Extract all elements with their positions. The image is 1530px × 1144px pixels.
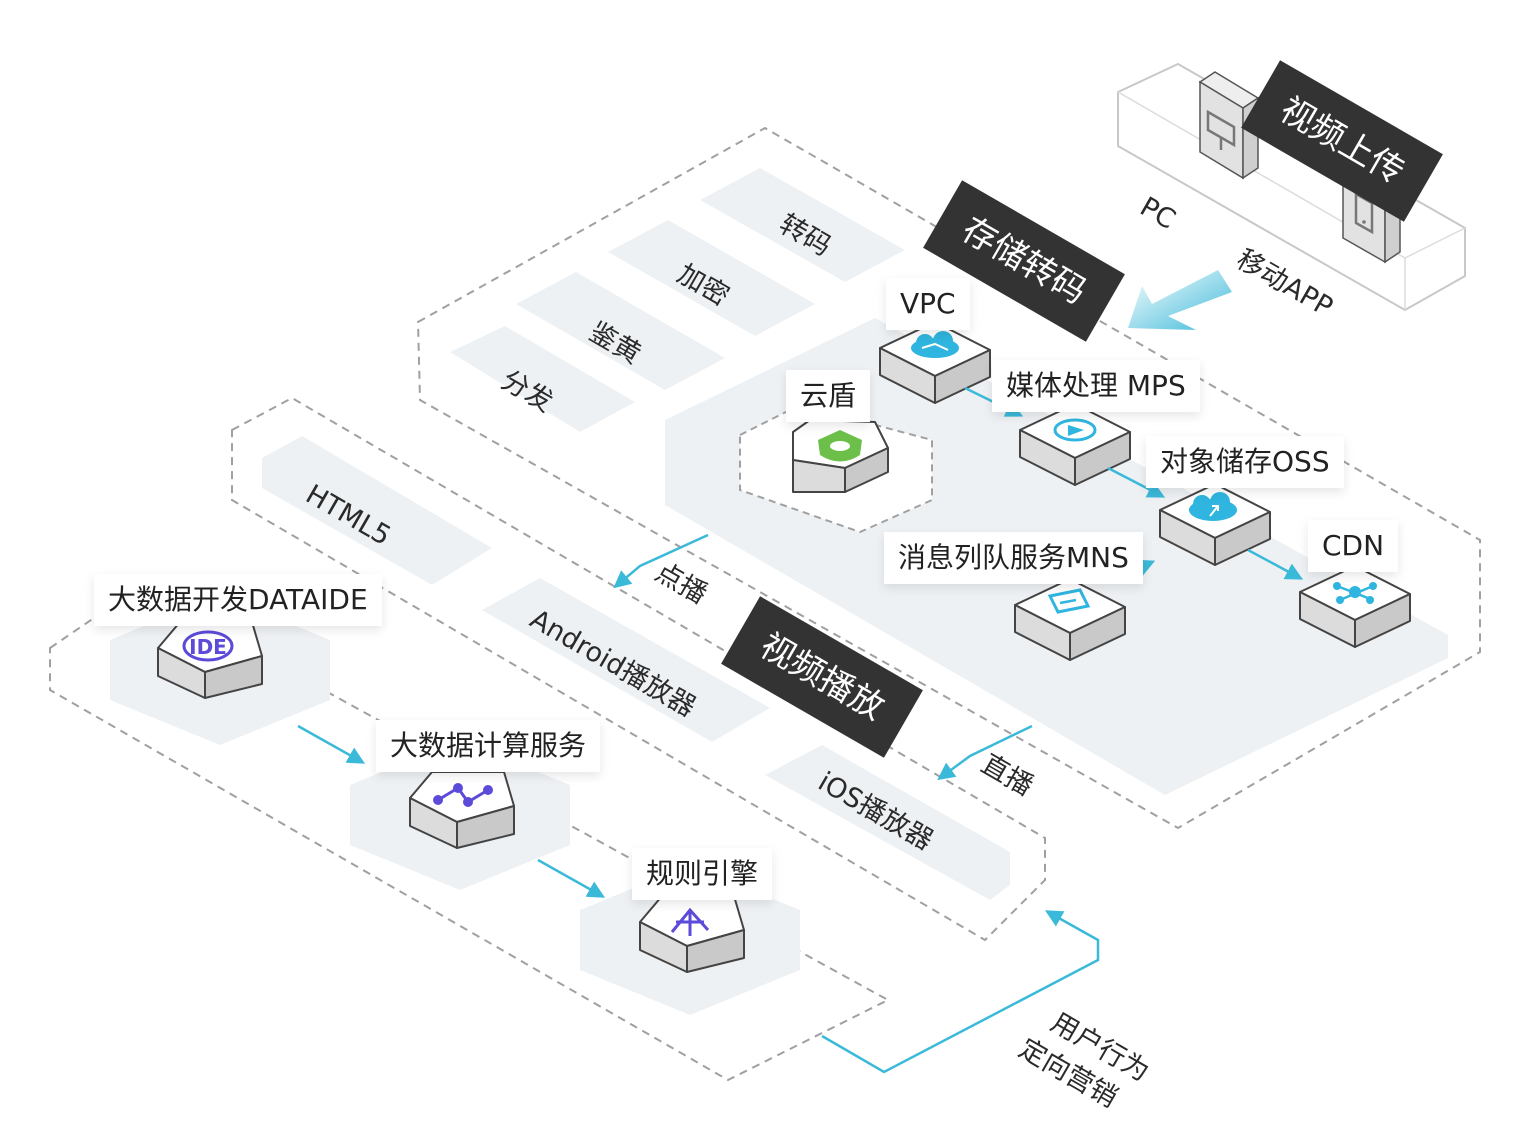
mps-box bbox=[1019, 403, 1131, 486]
yundun-label: 云盾 bbox=[786, 370, 871, 422]
compute-icon bbox=[433, 783, 493, 807]
dataide-box: IDE bbox=[157, 621, 263, 699]
arrow-vod bbox=[613, 533, 709, 589]
cloud-upload-icon bbox=[1189, 492, 1237, 521]
arrow-live bbox=[937, 724, 1033, 781]
playback-zone bbox=[231, 396, 1046, 942]
yundun-box bbox=[792, 419, 889, 493]
vpc-label: VPC bbox=[886, 278, 970, 330]
network-icon bbox=[1333, 582, 1377, 604]
cdn-label: CDN bbox=[1308, 520, 1399, 572]
mps-label: 媒体处理 MPS bbox=[992, 360, 1200, 412]
arrow-compute-rules bbox=[537, 858, 606, 898]
arrow-dataide-compute bbox=[297, 724, 366, 764]
compute-box bbox=[409, 771, 515, 849]
svg-text:IDE: IDE bbox=[189, 635, 227, 659]
refresh-play-icon bbox=[1053, 418, 1097, 442]
storage-zone bbox=[416, 126, 1481, 830]
arrow-feedback bbox=[821, 910, 1100, 1074]
arrow-mps-oss bbox=[1107, 466, 1166, 498]
player-strip-html5 bbox=[262, 436, 492, 585]
upload-arrow bbox=[1128, 270, 1232, 330]
shield-icon bbox=[818, 430, 862, 462]
cdn-box bbox=[1299, 565, 1411, 648]
rules-label: 规则引擎 bbox=[632, 848, 773, 900]
func-strip-transcode bbox=[700, 168, 905, 282]
rules-box bbox=[639, 895, 745, 973]
dataide-label: 大数据开发DATAIDE bbox=[94, 574, 382, 626]
mns-box bbox=[1014, 578, 1126, 661]
rule-engine-icon bbox=[670, 907, 710, 936]
func-strip-distribute bbox=[450, 326, 635, 432]
ide-icon: IDE bbox=[182, 630, 234, 662]
cloud-icon bbox=[911, 331, 959, 358]
player-strip-ios bbox=[765, 745, 1010, 900]
vpc-box bbox=[879, 321, 991, 404]
mns-label: 消息列队服务MNS bbox=[884, 532, 1143, 584]
func-strip-encrypt bbox=[608, 220, 815, 336]
message-icon bbox=[1047, 588, 1091, 614]
monitor-icon bbox=[1206, 109, 1236, 150]
oss-box bbox=[1159, 483, 1271, 566]
func-strip-porn bbox=[516, 272, 725, 390]
arrow-oss-cdn bbox=[1247, 548, 1304, 580]
player-strip-android bbox=[482, 578, 770, 742]
compute-label: 大数据计算服务 bbox=[376, 720, 601, 772]
oss-label: 对象储存OSS bbox=[1146, 436, 1344, 488]
